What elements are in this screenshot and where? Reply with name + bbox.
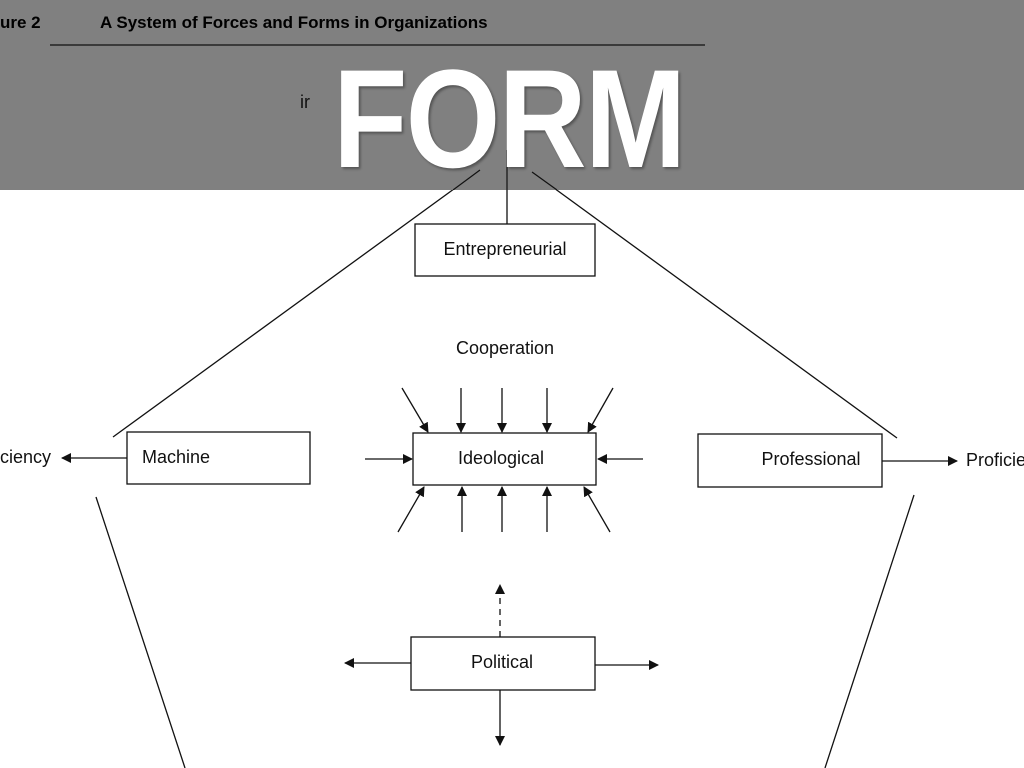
arrow-cooperation: [397, 486, 425, 533]
pentagon-edge: [95, 496, 186, 768]
figure-header: ure 2 A System of Forces and Forms in Or…: [0, 13, 705, 190]
arrow-cooperation: [583, 486, 611, 533]
label-professional: Professional: [761, 449, 860, 469]
box-entrepreneurial: [414, 223, 596, 277]
label-political: Political: [471, 652, 533, 672]
pentagon-edge: [824, 494, 915, 768]
figure-number: ure 2: [0, 13, 41, 32]
pentagon-edge: [112, 169, 481, 438]
pentagon-edge: [531, 171, 558, 190]
title-band: ure 2 A System of Forces and Forms in Or…: [0, 0, 1024, 197]
label-entrepreneurial: Entrepreneurial: [443, 239, 566, 259]
pentagon-edge: [452, 169, 481, 190]
slide-title: FORM: [333, 40, 686, 197]
label-efficiency: ciency: [0, 447, 51, 467]
hidden-label-fragment: ir: [300, 92, 310, 112]
label-cooperation: Cooperation: [456, 338, 554, 358]
figure-title: A System of Forces and Forms in Organiza…: [100, 13, 488, 32]
label-proficiency: Proficie: [966, 450, 1024, 470]
arrow-cooperation: [587, 387, 614, 433]
arrow-cooperation: [401, 387, 429, 433]
label-ideological: Ideological: [458, 448, 544, 468]
box-ideological: [412, 432, 597, 486]
pentagon-edge: [531, 171, 898, 439]
label-machine: Machine: [142, 447, 210, 467]
